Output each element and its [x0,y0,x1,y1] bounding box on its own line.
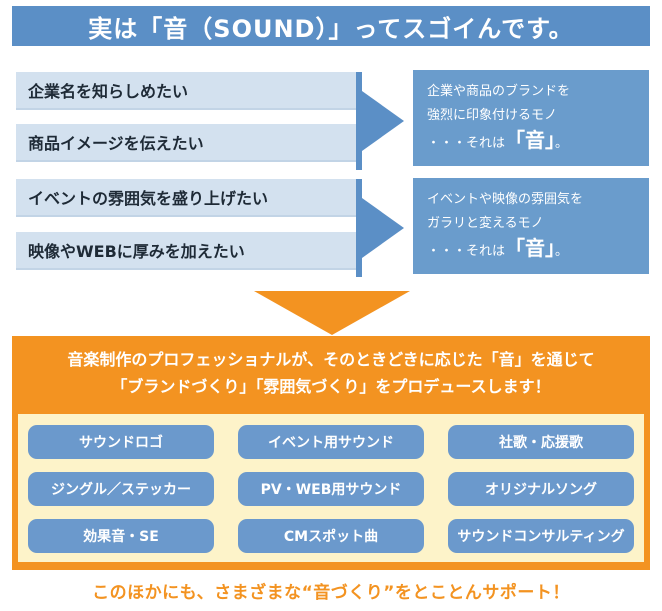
produce-panel: 音楽制作のプロフェッショナルが、そのときどきに応じた「音」を通じて 「ブランドづ… [12,336,650,570]
need-stripe: 映像やWEBに厚みを加えたい [16,232,356,270]
answer-tail: 。 [555,136,569,151]
service-button[interactable]: サウンドロゴ [28,425,214,459]
arrow-connector [356,72,362,170]
right-arrow-icon [362,198,404,258]
service-button[interactable]: オリジナルソング [448,472,634,506]
produce-line: 音楽制作のプロフェッショナルが、そのときどきに応じた「音」を通じて [67,350,595,369]
answer-box: イベントや映像の雰囲気を ガラリと変えるモノ ・・・それは「音」。 [413,178,649,274]
answer-line: 強烈に印象付けるモノ [427,108,558,123]
service-button[interactable]: CMスポット曲 [238,519,424,553]
answer-line: ・・・それは「音」。 [427,128,635,156]
answer-highlight: 「音」 [505,236,556,260]
answer-line: ガラリと変えるモノ [427,216,544,231]
answer-line: ・・・それは「音」。 [427,236,635,264]
produce-line: 「ブランドづくり」「雰囲気づくり」をプロデュースします！ [111,377,551,396]
service-button[interactable]: イベント用サウンド [238,425,424,459]
answer-lead: ・・・それは [427,244,506,259]
produce-heading: 音楽制作のプロフェッショナルが、そのときどきに応じた「音」を通じて 「ブランドづ… [12,336,650,412]
need-stripe: 商品イメージを伝えたい [16,124,356,162]
answer-tail: 。 [555,244,569,259]
service-button[interactable]: 社歌・応援歌 [448,425,634,459]
footer-tagline: このほかにも、さまざまな“音づくり”をとことんサポート！ [92,583,570,603]
answer-highlight: 「音」 [505,128,556,152]
answer-box: 企業や商品のブランドを 強烈に印象付けるモノ ・・・それは「音」。 [413,70,649,166]
page-title: 実は「音（SOUND）」ってスゴイんです。 [12,6,650,46]
need-stripe: イベントの雰囲気を盛り上げたい [16,179,356,217]
service-button[interactable]: 効果音・SE [28,519,214,553]
answer-line: イベントや映像の雰囲気を [427,192,584,207]
arrow-connector [356,179,362,277]
answer-lead: ・・・それは [427,136,506,151]
right-arrow-icon [362,91,404,151]
service-button[interactable]: PV・WEB用サウンド [238,472,424,506]
service-button[interactable]: ジングル／ステッカー [28,472,214,506]
service-button[interactable]: サウンドコンサルティング [448,519,634,553]
services-grid: サウンドロゴ イベント用サウンド 社歌・応援歌 ジングル／ステッカー PV・WE… [18,414,644,562]
answer-line: 企業や商品のブランドを [427,84,571,99]
need-stripe: 企業名を知らしめたい [16,72,356,110]
down-arrow-icon [254,291,410,335]
